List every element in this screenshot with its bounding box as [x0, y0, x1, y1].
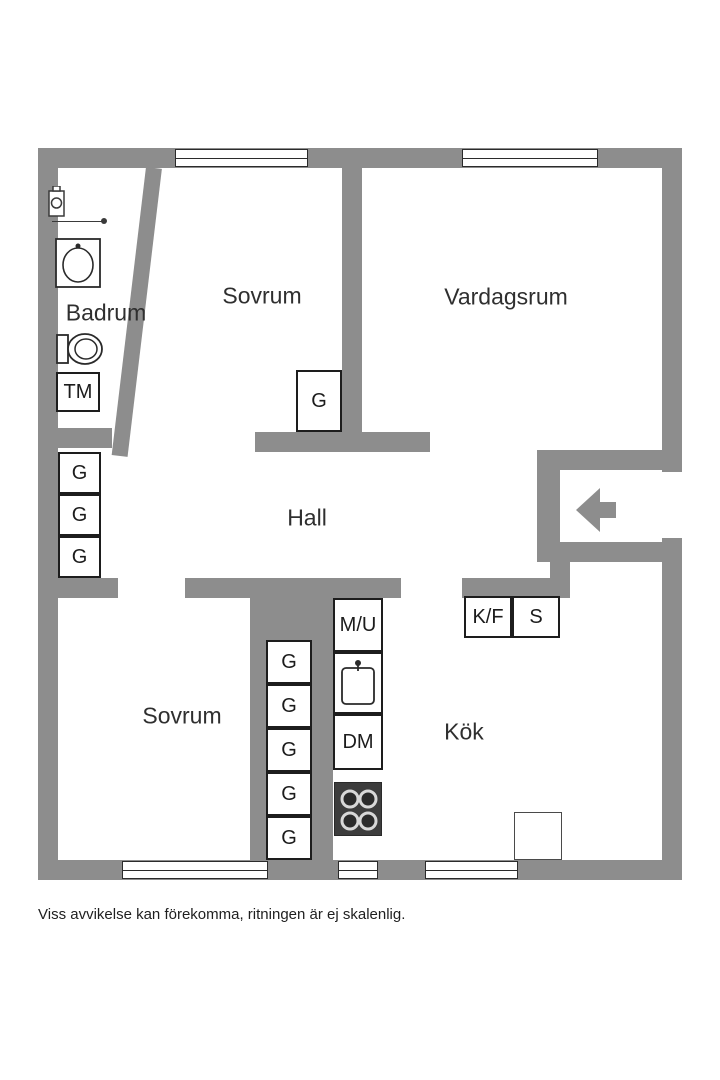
wardrobe-box: G	[266, 728, 312, 772]
window-kitchen	[425, 861, 518, 879]
kitchen-sink-icon	[341, 660, 375, 705]
wall-entrance-bottom	[537, 542, 682, 562]
disclaimer-text: Viss avvikelse kan förekomma, ritningen …	[38, 906, 406, 923]
wall-closet-right	[311, 578, 333, 860]
wall-outer-right-lower	[662, 538, 682, 880]
wall-entrance-divider	[537, 450, 560, 562]
pantry-box: S	[512, 596, 560, 638]
room-label-hall: Hall	[287, 504, 327, 531]
vanity-sink-icon	[55, 238, 101, 288]
wall-hall-south-b	[185, 578, 250, 598]
wardrobe-box: G	[266, 640, 312, 684]
kitchen-counter-box	[514, 812, 562, 860]
shower-rail-line	[52, 221, 104, 222]
wall-closet-left	[250, 578, 268, 860]
wardrobe-box: G	[58, 452, 101, 494]
shower-rail-end-dot	[101, 218, 107, 224]
wall-hall-south-a	[58, 578, 118, 598]
wardrobe-box: G	[58, 536, 101, 578]
wardrobe-box: G	[266, 684, 312, 728]
stove-burners-icon	[340, 789, 378, 831]
window-sovrum-bottom	[122, 861, 268, 879]
room-label-badrum: Badrum	[65, 299, 147, 326]
fridge-freezer-box: K/F	[464, 596, 512, 638]
corner-basin-icon	[48, 186, 65, 217]
wall-closet-header	[250, 578, 333, 640]
kitchen-sink-box	[333, 652, 383, 714]
wall-outer-left	[38, 148, 58, 880]
room-label-sovrum-bottom: Sovrum	[142, 702, 222, 729]
wardrobe-box: G	[266, 816, 312, 860]
wardrobe-box: G	[58, 494, 101, 536]
window-vardagsrum	[462, 149, 598, 167]
dishwasher-box: DM	[333, 714, 383, 770]
window-kitchen-small	[338, 861, 378, 879]
stove-box	[334, 782, 382, 836]
room-label-vardagsrum: Vardagsrum	[444, 283, 568, 310]
wall-badrum-south	[58, 428, 112, 448]
wardrobe-box: G	[266, 772, 312, 816]
wardrobe-box: G	[296, 370, 342, 432]
room-label-kok: Kök	[444, 718, 484, 745]
wall-kitchen-north	[333, 578, 401, 598]
washing-machine-box: TM	[56, 372, 100, 412]
entrance-arrow-icon	[576, 488, 616, 532]
toilet-icon	[56, 333, 103, 365]
wall-sovrum-vardagsrum-divider	[342, 168, 362, 452]
room-label-sovrum-top: Sovrum	[222, 282, 302, 309]
wall-kf-north	[462, 578, 570, 598]
window-sovrum-top	[175, 149, 308, 167]
wall-entrance-top	[537, 450, 682, 470]
wall-outer-right-upper	[662, 148, 682, 472]
micro-oven-box: M/U	[333, 598, 383, 652]
